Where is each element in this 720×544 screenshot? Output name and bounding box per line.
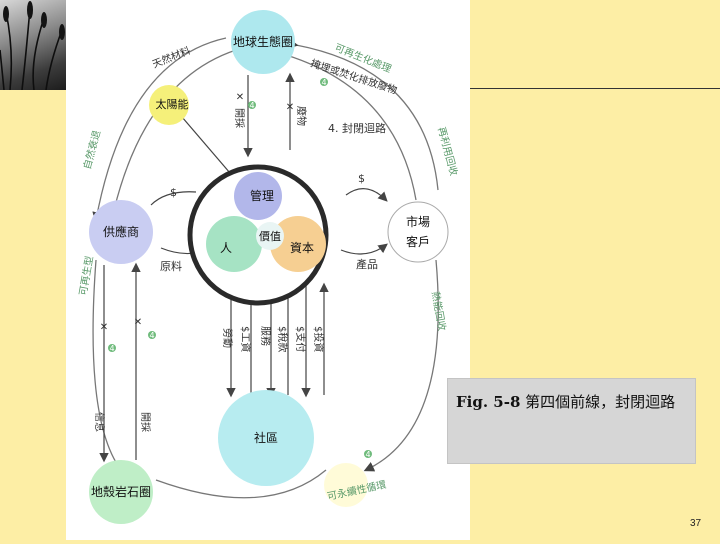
sun-label: 太陽能 <box>156 97 189 111</box>
reuse-label: 再利用回收 <box>435 125 460 177</box>
management-node <box>234 172 282 220</box>
market-node <box>387 201 449 263</box>
marker-4-bottom-text: 4 <box>365 450 370 459</box>
extract-label: 開採 <box>139 412 152 432</box>
arrow-dollar-left <box>150 191 197 206</box>
tax-label: $稅款 <box>276 326 289 352</box>
marker-4-upper <box>320 78 328 86</box>
page-number: 37 <box>690 518 702 529</box>
arc-renewable <box>287 38 439 191</box>
wheat-silhouette <box>0 1 65 90</box>
lithosphere-node <box>89 460 153 524</box>
figure-number: Fig. 5-8 <box>456 393 521 411</box>
cross-mark-2: ✕ <box>286 102 294 113</box>
figure-caption: Fig. 5-8 第四個前線，封閉迴路 <box>456 391 688 413</box>
people-node <box>206 216 262 272</box>
info-label: 信息 <box>93 412 106 432</box>
title-rule <box>445 88 720 89</box>
values-node <box>256 222 284 250</box>
cradle-left-label: 可再生型 <box>76 255 96 297</box>
invest-label: $投資 <box>312 326 325 352</box>
marker-4-left2 <box>148 331 156 339</box>
discharge-label: 廢物 <box>295 106 308 126</box>
marker-4-left <box>108 344 116 352</box>
wage-label: $工資 <box>239 326 251 352</box>
products-label: 產品 <box>356 257 378 271</box>
lithosphere-label: 地殼岩石圈 <box>91 484 151 499</box>
arc-natural-materials <box>92 37 227 223</box>
arc-cradle-right <box>363 259 439 472</box>
arc-inner-right <box>275 51 417 201</box>
marker-4-upper-text: 4 <box>321 78 326 87</box>
cradle-right-label: 熱能回收 <box>429 290 449 332</box>
labor-label: 勞動 <box>221 328 234 348</box>
supplier-node <box>89 200 153 264</box>
dollar-left-label: $ <box>170 186 177 199</box>
cross-mark-1: ✕ <box>236 92 244 103</box>
supplier-label: 供應商 <box>103 224 139 239</box>
capital-node <box>270 216 326 272</box>
capital-label: 資本 <box>290 241 314 255</box>
closed-loop-diagram: 地球生態圈 太陽能 供應商 市場 客戶 管理 價值 人 資本 社區 地殼岩石圈 … <box>76 10 461 524</box>
sustain-node <box>324 463 368 507</box>
biosphere-node <box>231 10 295 74</box>
marker-4-left2-text: 4 <box>149 331 154 340</box>
services-label: 服務 <box>259 326 272 346</box>
customer-label: 客戶 <box>406 234 430 249</box>
marker-4-top <box>248 101 256 109</box>
people-label: 人 <box>220 241 232 255</box>
marker-4-left-text: 4 <box>109 344 114 353</box>
arrow-sun <box>175 109 238 182</box>
mining-label: 開採 <box>233 108 246 128</box>
dollar-right-label: $ <box>358 172 365 185</box>
loop-label: 4. 封閉迴路 <box>328 121 386 135</box>
raw-materials-label: 原料 <box>160 259 182 273</box>
wheat-photo <box>0 0 66 90</box>
arrow-dollar-right <box>345 188 388 202</box>
sun-node <box>149 85 189 125</box>
community-label: 社區 <box>254 430 278 445</box>
figure-title: 第四個前線，封閉迴路 <box>525 393 676 411</box>
cross-mark-3: ✕ <box>100 322 108 333</box>
natural-decay-label: 自然衰退 <box>80 129 103 171</box>
payment-label: $支付 <box>294 326 307 352</box>
arc-bottom <box>155 469 327 499</box>
market-label: 市場 <box>406 214 430 229</box>
arc-cradle-left <box>92 259 123 473</box>
diagram-panel: 地球生態圈 太陽能 供應商 市場 客戶 管理 價值 人 資本 社區 地殼岩石圈 … <box>66 0 470 540</box>
biosphere-label: 地球生態圈 <box>233 34 293 49</box>
marker-4-bottom <box>364 450 372 458</box>
management-label: 管理 <box>250 188 274 203</box>
cross-mark-4: ✕ <box>134 317 142 328</box>
values-label: 價值 <box>259 229 281 243</box>
caption-box: Fig. 5-8 第四個前線，封閉迴路 <box>447 378 696 464</box>
arrow-products <box>340 243 388 255</box>
natural-materials-label: 天然材料 <box>150 44 192 71</box>
marker-4-top-text: 4 <box>249 101 254 110</box>
community-node <box>218 390 314 486</box>
